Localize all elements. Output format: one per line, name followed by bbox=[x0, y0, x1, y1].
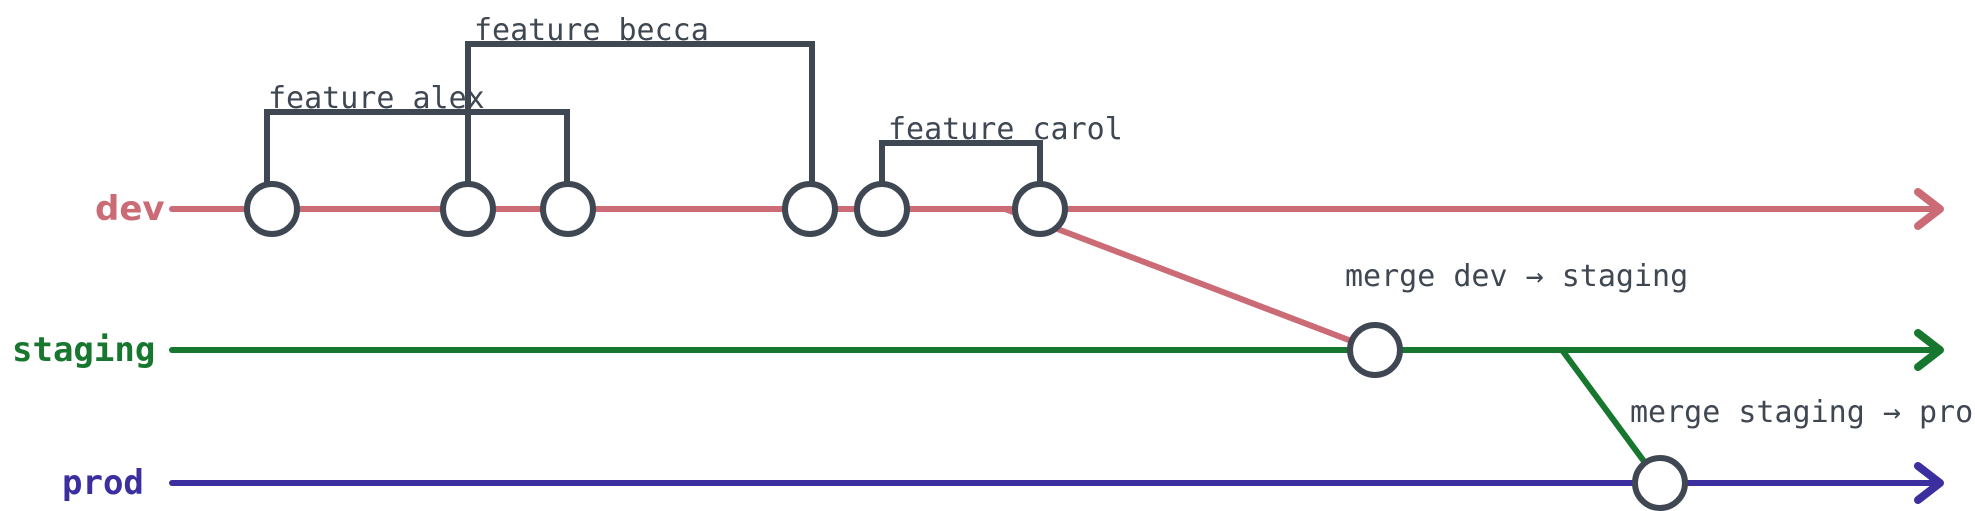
merge-line-merge-dev-staging bbox=[1002, 206, 1378, 353]
commit-node-c2[interactable] bbox=[440, 181, 496, 237]
lane-label-staging: staging bbox=[12, 330, 156, 370]
merge-label-merge-dev-staging: merge dev → staging bbox=[1345, 259, 1689, 294]
lane-arrowhead-prod bbox=[1914, 462, 1944, 504]
branch-bracket-feature_carol bbox=[879, 140, 1043, 184]
commit-node-c1[interactable] bbox=[244, 181, 300, 237]
commit-node-c4[interactable] bbox=[782, 181, 838, 237]
commit-node-c5[interactable] bbox=[854, 181, 910, 237]
commit-node-c3[interactable] bbox=[540, 181, 596, 237]
lane-label-prod: prod bbox=[62, 463, 144, 503]
branch-label-feature_becca: feature_becca bbox=[474, 13, 709, 48]
branch-label-feature_alex: feature_alex bbox=[268, 81, 485, 116]
merge-label-merge-staging-prod: merge staging → prod bbox=[1630, 395, 1975, 430]
branch-bracket-feature_alex bbox=[264, 109, 570, 184]
branch-label-feature_carol: feature_carol bbox=[888, 112, 1123, 147]
lane-label-dev: dev bbox=[95, 189, 165, 229]
commit-node-m1[interactable] bbox=[1347, 322, 1403, 378]
lane-arrowhead-dev bbox=[1914, 188, 1944, 230]
branch-bracket-feature_becca bbox=[465, 41, 815, 184]
commit-node-m2[interactable] bbox=[1632, 455, 1688, 511]
lane-arrowhead-staging bbox=[1914, 329, 1944, 371]
commit-node-c6[interactable] bbox=[1012, 181, 1068, 237]
